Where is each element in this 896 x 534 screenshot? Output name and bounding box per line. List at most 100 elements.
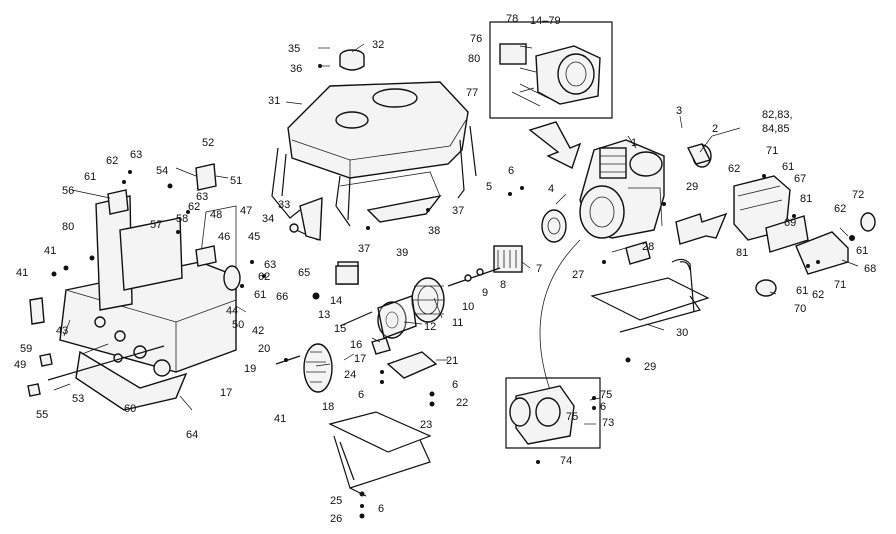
label-56: 56 [62,185,74,197]
label-61: 61 [84,171,96,183]
label-19: 19 [244,363,256,375]
label-64: 64 [186,429,198,441]
label-3: 3 [676,105,682,117]
label-30: 30 [676,327,688,339]
fuel-shutoff-33 [299,196,323,241]
arrow-to-engine [528,121,582,169]
label-41: 41 [44,245,56,257]
label-75: 75 [600,389,612,401]
label-62: 62 [188,201,200,213]
label-63: 63 [264,259,276,271]
fuel-cap [339,49,365,71]
label-25: 25 [330,495,342,507]
label-13: 13 [318,309,330,321]
label-60: 60 [124,403,136,415]
label-62: 62 [728,163,740,175]
label-67: 67 [794,173,806,185]
bracket-21 [386,351,438,379]
label-84-85: 84,85 [762,123,790,135]
label-48: 48 [210,209,222,221]
label-11: 11 [452,317,463,329]
label-6: 6 [600,401,606,413]
label-29: 29 [644,361,656,373]
engine-mount-frame [590,241,710,333]
label-61: 61 [856,245,868,257]
dots [51,64,855,519]
label-72: 72 [852,189,864,201]
side-bracket-52 [195,163,217,191]
label-26: 26 [330,513,342,525]
label-80: 80 [468,53,480,65]
label-61: 61 [254,289,266,301]
ac-receptacle [371,337,391,355]
label-6: 6 [452,379,458,391]
label-16: 16 [350,339,362,351]
plate-46 [195,245,217,267]
label-50: 50 [232,319,244,331]
label-77: 77 [466,87,478,99]
label-17: 17 [354,353,366,365]
label-31: 31 [268,95,280,107]
label-28: 28 [642,241,654,253]
label-78: 78 [506,13,518,25]
label-22: 22 [456,397,468,409]
label-51: 51 [230,175,242,187]
label-8: 8 [500,279,506,291]
label-18: 18 [322,401,334,413]
label-34: 34 [262,213,274,225]
inset-air-cleaner [489,21,613,119]
label-42: 42 [252,325,264,337]
label-76: 76 [470,33,482,45]
label-69: 69 [784,217,796,229]
part-labels: 1 2 3 4 5 6 6 6 6 6 7 8 9 10 11 12 13 14… [14,13,876,525]
label-49: 49 [14,359,26,371]
label-75: 75 [566,411,578,423]
label-73: 73 [602,417,614,429]
curve-leader [539,239,581,391]
fuel-tank [271,81,477,227]
label-35: 35 [288,43,300,55]
label-44: 44 [226,305,238,317]
engine [579,139,665,239]
label-36: 36 [290,63,302,75]
label-70: 70 [794,303,806,315]
label-53: 53 [72,393,84,405]
label-37: 37 [452,205,464,217]
muffler-bracket [733,175,849,275]
label-71: 71 [766,145,778,157]
rod-53 [47,345,165,381]
label-82-83: 82,83, [762,109,793,121]
label-66: 66 [276,291,288,303]
label-41: 41 [274,413,286,425]
stator-assembly [377,277,445,339]
label-58: 58 [176,213,188,225]
label-33: 33 [278,199,290,211]
label-12: 12 [424,321,436,333]
label-24: 24 [344,369,356,381]
label-23: 23 [420,419,432,431]
grommet-55 [27,383,41,397]
fan-housing-7 [493,245,523,273]
leader-lines [53,43,859,425]
label-9: 9 [482,287,488,299]
label-65: 65 [298,267,310,279]
label-62: 62 [834,203,846,215]
end-cover [303,343,333,393]
switch-44 [223,265,241,291]
engine-seal-ring [541,209,567,243]
label-38: 38 [428,225,440,237]
label-37: 37 [358,243,370,255]
label-45: 45 [248,231,260,243]
label-61: 61 [796,285,808,297]
rear-side-panel [95,195,237,311]
label-47: 47 [240,205,252,217]
label-14: 14 [330,295,342,307]
label-29: 29 [686,181,698,193]
label-1: 1 [631,137,637,149]
label-10: 10 [462,301,474,313]
label-71: 71 [834,279,846,291]
label-63: 63 [130,149,142,161]
label-5: 5 [486,181,492,193]
label-6: 6 [358,389,364,401]
